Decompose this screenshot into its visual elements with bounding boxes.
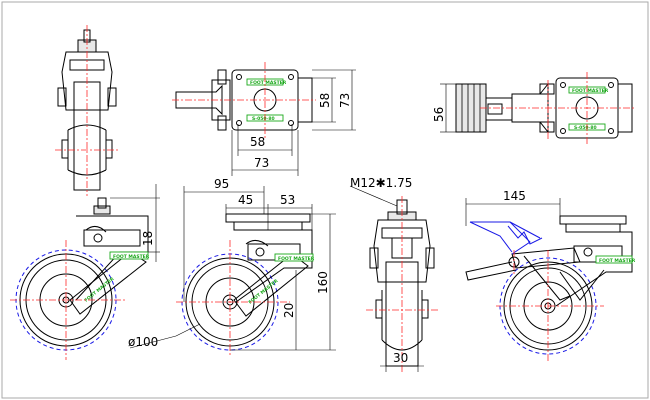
dim-offset-53: 53 <box>280 193 295 207</box>
top-plate-dimensions <box>231 69 356 176</box>
side-code-label: S-050-80 <box>574 125 597 131</box>
thread-and-width-dimensions <box>349 185 424 372</box>
plate-code-label: S-050-80 <box>252 116 275 122</box>
front-view-thread <box>366 196 440 372</box>
main-brand-label: FOOT MASTER <box>278 256 315 262</box>
dim-plate-width-outer: 73 <box>254 156 269 170</box>
main-side-view: FOOT MASTER FOOT MASTER <box>176 213 315 356</box>
dim-stem-height: 18 <box>141 231 155 246</box>
dim-overall-height: 160 <box>316 271 330 294</box>
dim-plate-height-inner: 58 <box>318 93 332 108</box>
side-top-view: FOOT MASTER S-050-80 <box>455 72 636 144</box>
dim-plate-width: 58 <box>250 135 265 149</box>
dim-wheel-width: 30 <box>393 351 408 365</box>
dim-swing-width: 145 <box>503 189 526 203</box>
front-view-stem <box>55 25 120 196</box>
top-plate-view: FOOT MASTER S-050-80 <box>172 62 316 138</box>
swing-lever-view: FOOT MASTER <box>465 215 636 362</box>
swing-brand-label: FOOT MASTER <box>599 258 636 264</box>
left-brand-label: FOOT MASTER <box>113 254 150 260</box>
swing-width-dimension <box>465 198 561 226</box>
dim-thread: M12✱1.75 <box>350 176 412 190</box>
side-brand-label: FOOT MASTER <box>572 88 609 94</box>
plate-brand-label: FOOT MASTER <box>250 80 287 86</box>
dim-offset-45: 45 <box>238 193 253 207</box>
dim-plate-height-outer: 73 <box>338 93 352 108</box>
stem-height-dimension <box>110 184 160 262</box>
dim-side-depth: 56 <box>432 107 446 122</box>
dim-wheel-diameter: ø100 <box>128 335 158 349</box>
side-depth-dimension <box>440 83 456 133</box>
dim-height-20: 20 <box>282 303 296 318</box>
dim-overall-width: 95 <box>214 177 229 191</box>
main-view-dimensions <box>129 186 336 351</box>
